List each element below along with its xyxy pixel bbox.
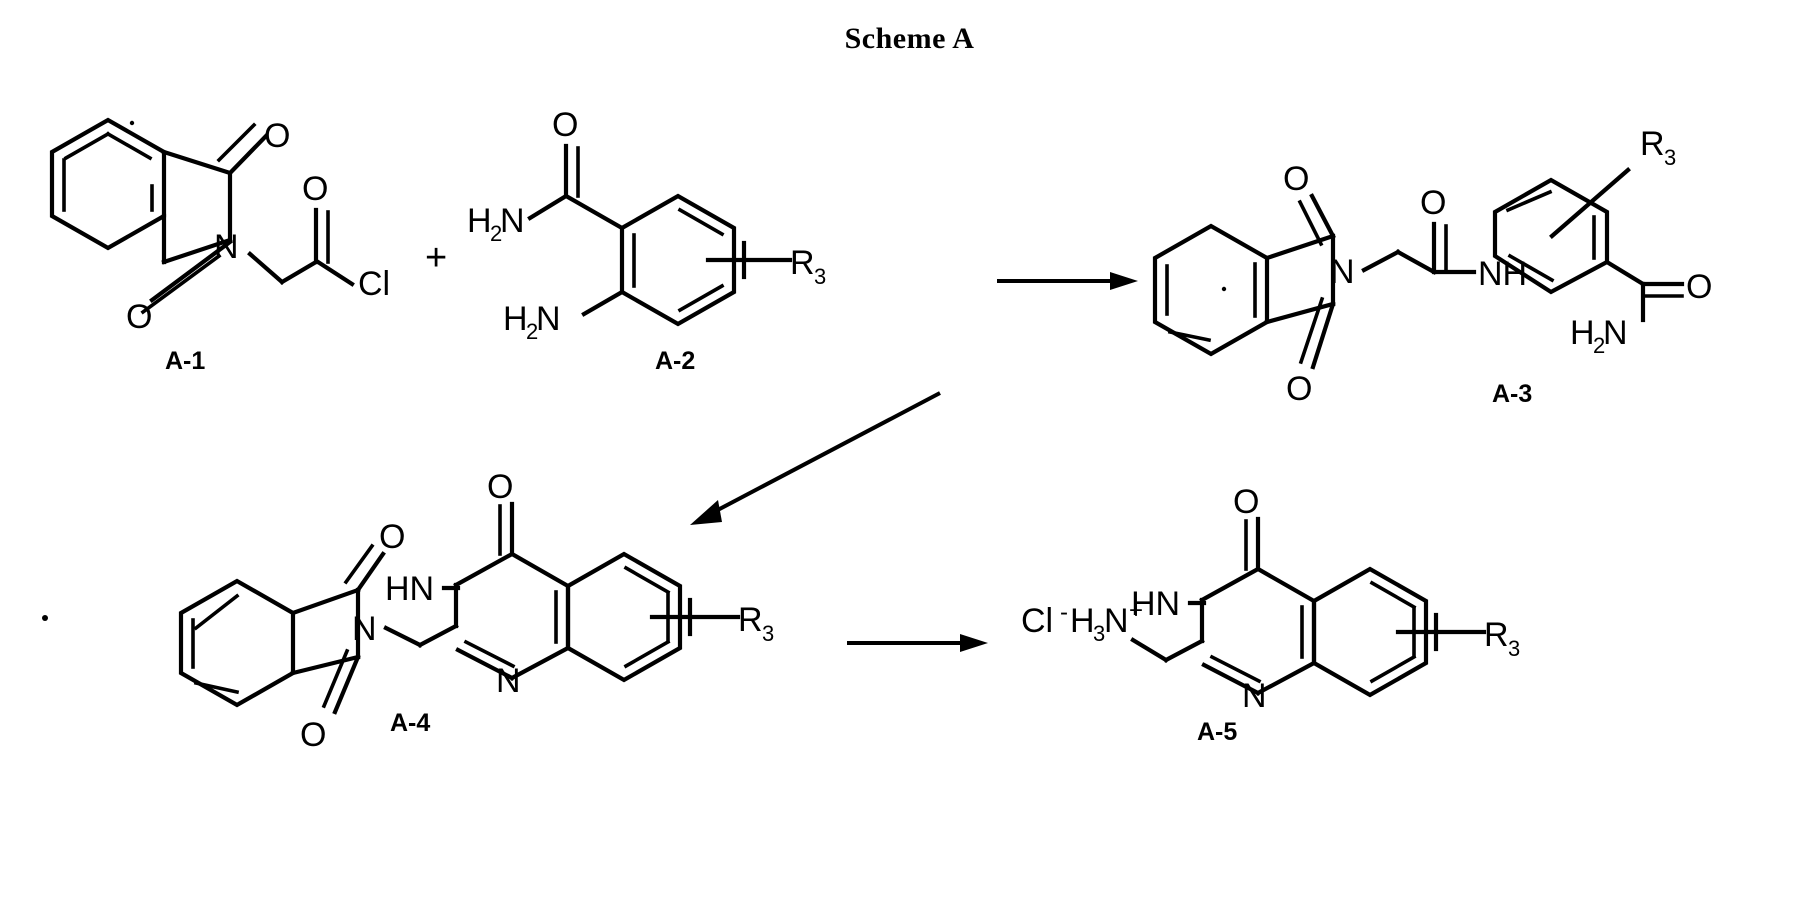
arrow-head-icon: [690, 500, 722, 525]
atom-label-o: O: [264, 117, 290, 155]
a3-r3-substituent: R 3: [1549, 125, 1676, 239]
atom-label-sub3: 3: [1508, 636, 1520, 661]
atom-label-sub3: 3: [1093, 621, 1105, 646]
atom-label-n: N: [1104, 602, 1129, 640]
atom-label-r: R: [1640, 125, 1665, 163]
a4-carbonyl-top: O: [343, 518, 405, 593]
compound-label-a-1: A-1: [165, 347, 206, 375]
a4-methylene-link: [383, 623, 459, 648]
atom-label-o: O: [379, 518, 405, 556]
atom-label-n: N: [536, 300, 561, 338]
atom-label-o: O: [487, 468, 513, 506]
atom-label-o: O: [1283, 160, 1309, 198]
atom-label-h: H: [503, 300, 528, 338]
plus-operator: +: [425, 237, 448, 279]
atom-label-n: N: [500, 202, 525, 240]
atom-label-h: H: [1570, 314, 1595, 352]
atom-label-o: O: [552, 106, 578, 144]
a3-imide-ring: [1264, 233, 1336, 325]
a4-r3-substituent: R 3: [649, 597, 774, 646]
compound-label-a-2: A-2: [655, 347, 696, 375]
atom-label-minus-charge: -: [1060, 599, 1068, 626]
a4-imide-ring: [290, 587, 361, 676]
a4-carbonyl-bottom: O: [300, 648, 361, 754]
atom-label-r: R: [1484, 616, 1509, 654]
atom-label-o: O: [1233, 483, 1259, 521]
arrow-head-icon: [960, 634, 988, 652]
a5-fused-benzo-ring: [1311, 566, 1429, 698]
atom-label-n: N: [1330, 253, 1355, 291]
atom-label-sub2: 2: [526, 319, 538, 344]
atom-label-plus-charge: +: [1129, 597, 1143, 624]
a1-imide-ring: [161, 149, 233, 265]
atom-label-h: H: [467, 202, 492, 240]
print-speck: [129, 120, 135, 126]
atom-label-r: R: [738, 601, 763, 639]
a3-aryl-ring: [1492, 177, 1610, 295]
a1-acetyl-chain: O Cl: [247, 170, 390, 303]
compound-label-a-5: A-5: [1197, 718, 1238, 746]
atom-label-o: O: [1686, 268, 1712, 306]
a3-benzamide-group: O H 2 N: [1570, 259, 1712, 358]
a3-carbonyl-bottom: O: [1286, 296, 1336, 408]
atom-label-n: N: [214, 228, 239, 266]
scheme-title: Scheme A: [844, 22, 975, 55]
print-speck: [1221, 286, 1227, 292]
atom-label-hn: HN: [1131, 585, 1180, 623]
a1-carbonyl-top: O: [216, 117, 290, 174]
atom-label-hn: HN: [385, 570, 434, 608]
atom-label-n: N: [352, 610, 377, 648]
atom-label-o: O: [1286, 370, 1312, 408]
compound-label-a-4: A-4: [390, 709, 431, 737]
atom-label-cl: Cl: [358, 265, 390, 303]
atom-label-sub2: 2: [490, 221, 502, 246]
a2-amide-group: H 2 N O: [467, 106, 625, 246]
arrow-head-icon: [1110, 272, 1138, 290]
atom-label-sub3: 3: [762, 621, 774, 646]
atom-label-o: O: [1420, 184, 1446, 222]
atom-label-o: O: [126, 298, 152, 336]
a3-carbonyl-top: O: [1283, 160, 1336, 247]
compound-label-a-3: A-3: [1492, 380, 1533, 408]
a2-r3-substituent: R 3: [705, 240, 826, 289]
atom-label-o: O: [300, 716, 326, 754]
atom-label-n: N: [496, 662, 521, 700]
a2-amino-group: H 2 N: [503, 289, 625, 344]
atom-label-sub3: 3: [814, 264, 826, 289]
print-speck: [42, 615, 48, 621]
atom-label-sub3: 3: [1664, 145, 1676, 170]
atom-label-r: R: [790, 244, 815, 282]
a5-pyrimidinone-ring: HN O N: [1131, 483, 1317, 715]
atom-label-n: N: [1242, 677, 1267, 715]
atom-label-o: O: [302, 170, 328, 208]
a1-carbonyl-bottom: O: [126, 239, 233, 336]
a5-ammonium-chloride-group: Cl - H 3 N +: [1021, 597, 1205, 663]
atom-label-cl: Cl: [1021, 602, 1053, 640]
atom-label-n: N: [1603, 314, 1628, 352]
atom-label-h: H: [1070, 602, 1095, 640]
atom-label-sub2: 2: [1593, 333, 1605, 358]
a3-acetamido-chain: O NH: [1361, 184, 1527, 293]
a5-r3-substituent: R 3: [1395, 612, 1520, 661]
